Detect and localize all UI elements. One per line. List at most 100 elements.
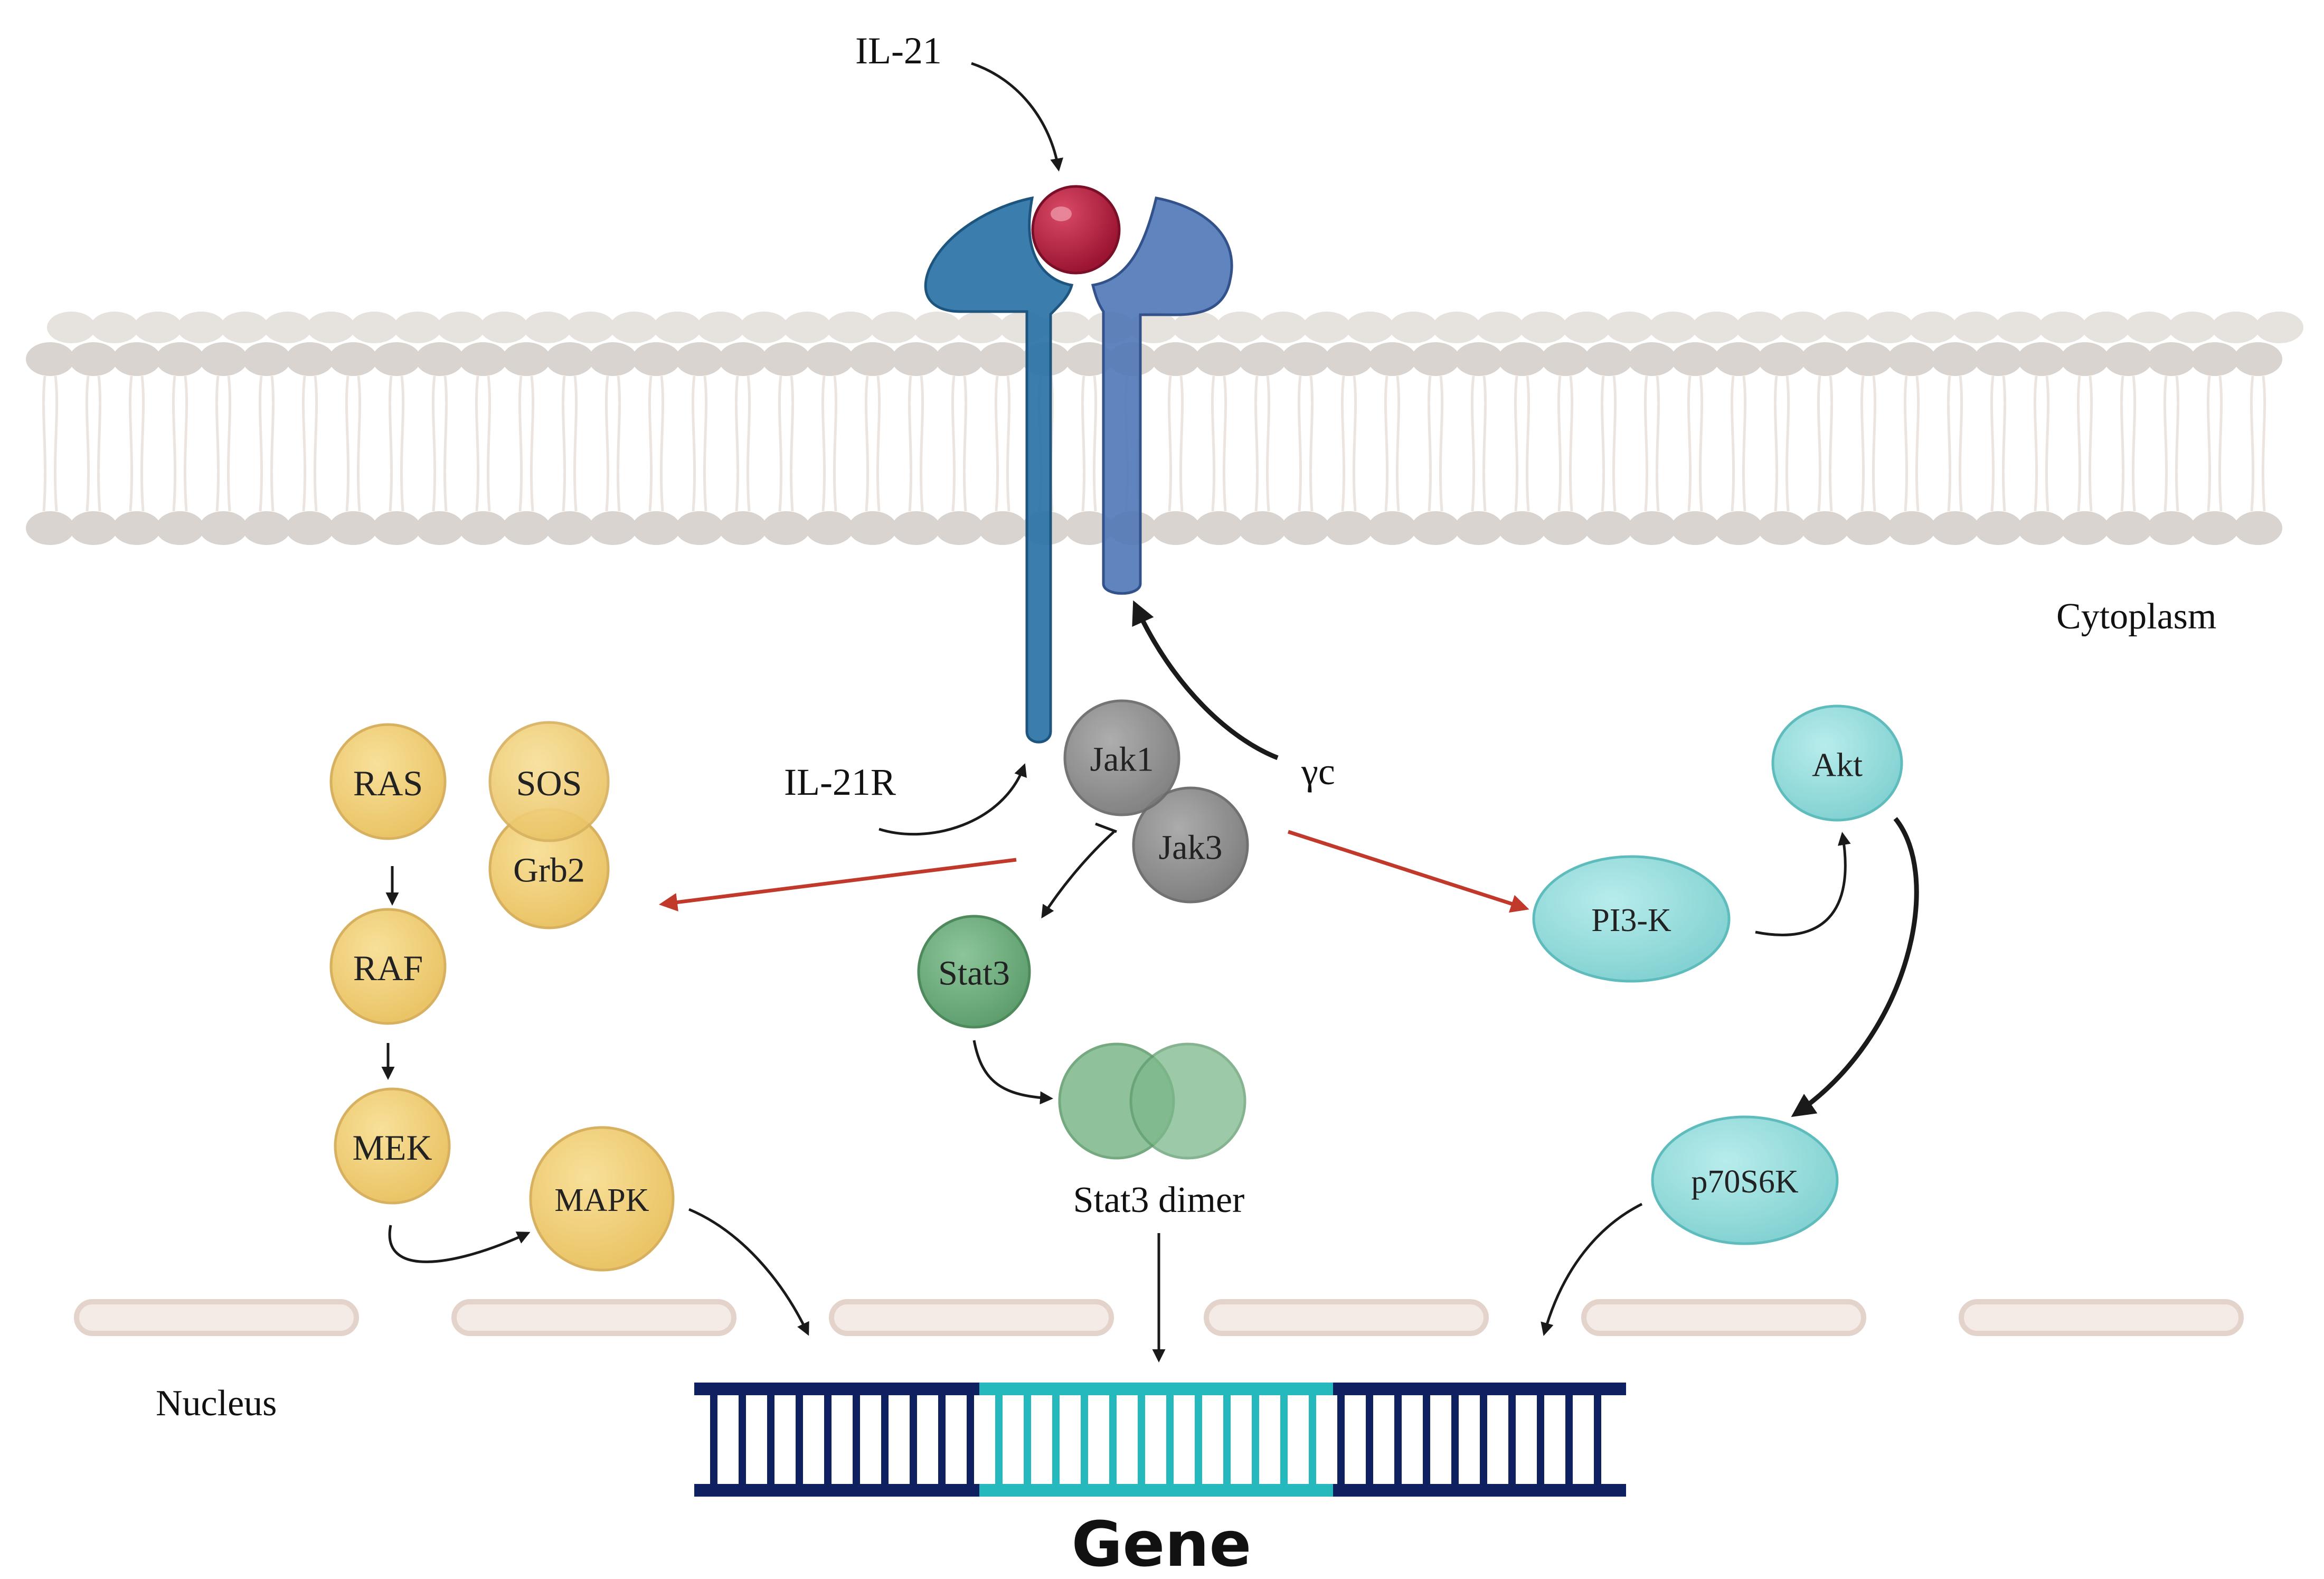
lipid-tail — [1872, 375, 1877, 512]
lipid-head — [719, 342, 767, 376]
lipid-tail — [1600, 375, 1605, 512]
lipid-tail — [530, 375, 535, 512]
lipid-tail — [1730, 375, 1735, 512]
lipid-tail — [691, 375, 696, 512]
dna-base-pair — [1480, 1395, 1487, 1484]
lipid-head — [2104, 342, 2152, 376]
lipid-head — [1346, 312, 1394, 343]
svg-text:SOS: SOS — [516, 763, 582, 803]
stat3-dimer-label: Stat3 dimer — [1073, 1180, 1245, 1220]
lipid-tail — [821, 375, 826, 512]
dna-base-pair — [1024, 1395, 1031, 1484]
lipid-tail — [962, 375, 968, 512]
cell-membrane — [26, 312, 2320, 545]
lipid-head — [2147, 342, 2196, 376]
lipid-head — [1498, 342, 1546, 376]
lipid-head — [1368, 511, 1416, 545]
ras-node: RAS — [329, 723, 447, 840]
lipid-head — [47, 312, 96, 343]
lipid-head — [545, 342, 594, 376]
lipid-tail — [908, 375, 913, 512]
lipid-tail — [864, 375, 870, 512]
svg-text:Grb2: Grb2 — [513, 851, 585, 890]
lipid-tail — [226, 375, 232, 512]
lipid-tail — [431, 375, 437, 512]
lipid-head — [1259, 312, 1308, 343]
dna-base-pair — [881, 1395, 889, 1484]
lipid-head — [870, 312, 918, 343]
lipid-head — [1302, 312, 1351, 343]
lipid-head — [1974, 511, 2023, 545]
dna-base-pair — [796, 1395, 803, 1484]
lipid-head — [329, 342, 377, 376]
lipid-tail — [746, 375, 751, 512]
lipid-head — [2168, 312, 2217, 343]
lipid-tail — [994, 375, 999, 512]
lipid-head — [610, 312, 658, 343]
arrow-mek-to-mapk — [388, 1225, 531, 1263]
lipid-tail — [1092, 375, 1098, 512]
lipid-head — [1671, 342, 1720, 376]
dna-base-pair — [824, 1395, 832, 1484]
dna-base-pair — [739, 1395, 746, 1484]
p70s6k-node: p70S6K — [1651, 1115, 1839, 1245]
lipid-tail — [1698, 375, 1704, 512]
lipid-head — [696, 312, 745, 343]
lipid-head — [307, 312, 355, 343]
lipid-tail — [388, 375, 393, 512]
lipid-tail — [1427, 375, 1432, 512]
arrow-il21r-to-jak1 — [878, 763, 1027, 836]
lipid-head — [826, 312, 875, 343]
lipid-head — [372, 342, 421, 376]
lipid-head — [805, 511, 854, 545]
lipid-head — [1931, 342, 1979, 376]
lipid-tail — [2250, 375, 2255, 512]
lipid-head — [134, 312, 182, 343]
lipid-head — [1238, 511, 1287, 545]
pathway-arrows — [381, 62, 1919, 1362]
lipid-tail — [1254, 375, 1259, 512]
svg-text:p70S6K: p70S6K — [1691, 1164, 1798, 1200]
lipid-tail — [215, 375, 220, 512]
mek-node: MEK — [334, 1087, 451, 1205]
il21-receptor — [924, 185, 1233, 744]
lipid-tail — [833, 375, 838, 512]
lipid-head — [1151, 342, 1200, 376]
lipid-tail — [1340, 375, 1346, 512]
lipid-head — [1065, 342, 1113, 376]
lipid-head — [112, 342, 161, 376]
lipid-head — [1671, 511, 1720, 545]
raf-node: RAF — [329, 908, 447, 1025]
dna-base-pair — [938, 1395, 946, 1484]
lipid-head — [2190, 511, 2239, 545]
lipid-tail — [475, 375, 480, 512]
lipid-head — [1281, 511, 1330, 545]
gene-dna — [694, 1383, 1626, 1497]
lipid-tail — [1773, 375, 1779, 512]
lipid-head — [589, 511, 637, 545]
dna-base-pair — [853, 1395, 860, 1484]
svg-text:RAS: RAS — [353, 763, 423, 803]
lipid-head — [762, 342, 810, 376]
lipid-head — [1714, 511, 1763, 545]
lipid-head — [1605, 312, 1654, 343]
lipid-head — [2104, 511, 2152, 545]
akt-node: Akt — [1771, 704, 1903, 822]
svg-text:Stat3: Stat3 — [938, 954, 1010, 993]
lipid-tail — [140, 375, 145, 512]
lipid-tail — [1817, 375, 1822, 512]
lipid-tail — [2001, 375, 2007, 512]
lipid-head — [26, 342, 74, 376]
lipid-head — [156, 511, 204, 545]
sos-node: SOS — [488, 721, 610, 842]
lipid-head — [1411, 511, 1460, 545]
lipid-head — [1195, 511, 1243, 545]
lipid-tail — [2218, 375, 2223, 512]
lipid-tail — [1211, 375, 1216, 512]
lipid-head — [112, 511, 161, 545]
lipid-tail — [1947, 375, 1952, 512]
lipid-head — [372, 511, 421, 545]
lipid-head — [1909, 312, 1957, 343]
lipid-head — [480, 312, 528, 343]
lipid-head — [2212, 312, 2260, 343]
